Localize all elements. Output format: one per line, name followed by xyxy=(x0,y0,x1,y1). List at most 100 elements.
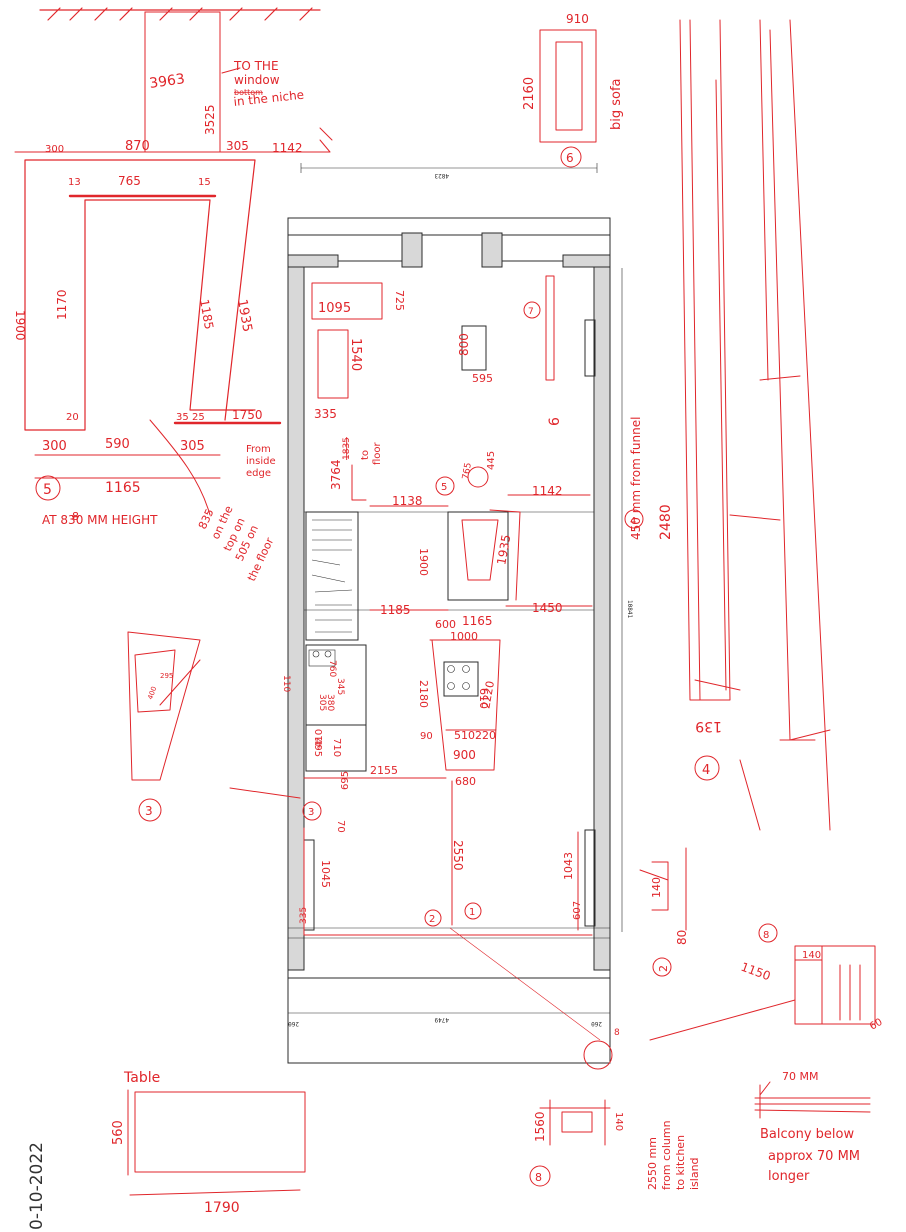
dim-305-top: 305 xyxy=(226,139,249,153)
dim-1900: 1900 xyxy=(13,310,27,341)
sofa-dim-2160: 2160 xyxy=(522,77,537,110)
bottom-note-1: 2550 mm xyxy=(646,1137,659,1190)
item2-dim-80: 80 xyxy=(675,930,689,945)
plan-dim-510: 510 xyxy=(454,729,475,742)
plan-dim-445: 445 xyxy=(486,451,497,470)
plan-dim-1138: 1138 xyxy=(392,494,423,508)
dim-1165-window: 1165 xyxy=(105,480,141,496)
item2-number: 2 xyxy=(657,965,670,972)
cad-top-width: 4823 xyxy=(434,172,449,179)
marker-5: 5 xyxy=(441,482,447,493)
marker-2: 2 xyxy=(429,914,435,925)
dim-25: 25 xyxy=(192,412,205,423)
plan-dim-305: 305 xyxy=(317,694,327,711)
bottom-dim-1560: 1560 xyxy=(533,1111,547,1142)
plan-dim-1043: 1043 xyxy=(562,852,575,880)
marker-1: 1 xyxy=(469,907,475,918)
bottom-note-2: from column xyxy=(660,1120,673,1190)
dim-300-bottom: 300 xyxy=(42,439,67,454)
plan-dim-335-top: 335 xyxy=(314,407,337,421)
plan-dim-600: 600 xyxy=(435,618,456,631)
item3-dim-400: 400 xyxy=(146,685,158,700)
box-dim-60: 60 xyxy=(868,1017,885,1033)
balcony-note-3: longer xyxy=(768,1169,810,1184)
plan-dim-410: 410 xyxy=(314,729,325,748)
plan-dim-765: 765 xyxy=(461,462,474,481)
dim-1185: 1185 xyxy=(197,298,216,331)
plan-dim-1185: 1185 xyxy=(380,603,411,617)
plan-dim-2220: 2220 xyxy=(479,680,497,710)
note-to-the: TO THE xyxy=(233,59,279,73)
plan-dim-710: 710 xyxy=(331,738,342,757)
plan-dim-695: 695 xyxy=(340,771,351,790)
plan-dim-1935: 1935 xyxy=(494,533,513,566)
wall-dim-139: 139 xyxy=(695,718,722,734)
floor-note-to: to xyxy=(360,450,371,460)
dim-3525: 3525 xyxy=(203,104,217,135)
plan-dim-607: 607 xyxy=(572,901,583,920)
plan-dim-2180: 2180 xyxy=(417,680,430,708)
plan-dim-725: 725 xyxy=(393,290,406,311)
marker-8: 8 xyxy=(614,1028,620,1038)
plan-dim-610: 610 xyxy=(477,688,490,709)
plan-dim-345: 345 xyxy=(335,678,345,695)
bottom-note-3: to kitchen xyxy=(674,1135,687,1190)
plan-dim-1095: 1095 xyxy=(318,301,351,316)
cad-overall-depth: 10841 xyxy=(626,600,633,618)
item3-dim-295: 295 xyxy=(160,672,173,680)
table-label: Table xyxy=(123,1070,160,1086)
dim-1170: 1170 xyxy=(55,289,69,320)
plan-dim-1000: 1000 xyxy=(450,630,478,643)
table-dim-560: 560 xyxy=(111,1120,126,1145)
bottom-item-number: 8 xyxy=(535,1171,542,1184)
plan-dim-2155: 2155 xyxy=(370,764,398,777)
plan-dim-680: 680 xyxy=(455,775,476,788)
plan-dim-1540: 1540 xyxy=(348,338,363,371)
plan-dim-90: 90 xyxy=(420,731,433,742)
plan-dim-760: 760 xyxy=(327,660,337,677)
wall-item-number: 4 xyxy=(702,763,710,778)
cad-right-offset: 260 xyxy=(591,1020,602,1027)
marker-6: 6 xyxy=(547,417,563,426)
funnel-note: 450 mm from funnel xyxy=(629,417,643,540)
plan-dim-1450: 1450 xyxy=(532,601,563,615)
plan-dim-380: 380 xyxy=(325,694,335,711)
cad-bottom-width: 4749 xyxy=(434,1016,449,1023)
box-dim-140: 140 xyxy=(802,950,821,961)
plan-dim-1142: 1142 xyxy=(532,484,563,498)
height-strike: 8 xyxy=(72,510,79,523)
bottom-note-4: island xyxy=(688,1157,701,1190)
balcony-note-2: approx 70 MM xyxy=(768,1149,860,1164)
dim-1750: 1750 xyxy=(232,408,263,422)
floor-note-floor: floor xyxy=(372,441,383,465)
sofa-item-number: 6 xyxy=(566,151,574,165)
dim-300-top: 300 xyxy=(45,144,64,155)
table-dim-1790: 1790 xyxy=(204,1200,240,1216)
height-note: AT 830 MM HEIGHT xyxy=(42,513,158,527)
box-dim-1150: 1150 xyxy=(739,960,772,984)
plan-dim-1900: 1900 xyxy=(417,548,430,576)
note-bottom-struck: bottom xyxy=(234,88,263,97)
item-number-5: 5 xyxy=(43,482,52,498)
dim-765: 765 xyxy=(118,174,141,188)
note-from-inside-1: From xyxy=(246,444,271,455)
box-item-number: 8 xyxy=(763,930,769,941)
plan-dim-2550: 2550 xyxy=(451,840,465,871)
marker-3: 3 xyxy=(308,807,314,818)
dim-590: 590 xyxy=(105,437,130,452)
dim-15: 15 xyxy=(198,177,211,188)
sofa-dim-910: 910 xyxy=(566,12,589,26)
balcony-note-1: Balcony below xyxy=(760,1127,854,1142)
item3-number: 3 xyxy=(145,804,153,818)
plan-dim-110: 110 xyxy=(281,675,291,692)
cad-floor-plan: 4823 10841 4749 260 260 xyxy=(287,163,633,1064)
dim-20: 20 xyxy=(66,412,79,423)
plan-dim-495: 495 xyxy=(312,738,323,757)
dim-870: 870 xyxy=(125,139,150,154)
plan-dim-800: 800 xyxy=(457,333,471,356)
sketch-date: 0-10-2022 xyxy=(27,1142,47,1230)
plan-dim-3764: 3764 xyxy=(329,459,343,490)
bottom-dim-140: 140 xyxy=(613,1112,624,1131)
balcony-dim-70: 70 MM xyxy=(782,1070,818,1083)
